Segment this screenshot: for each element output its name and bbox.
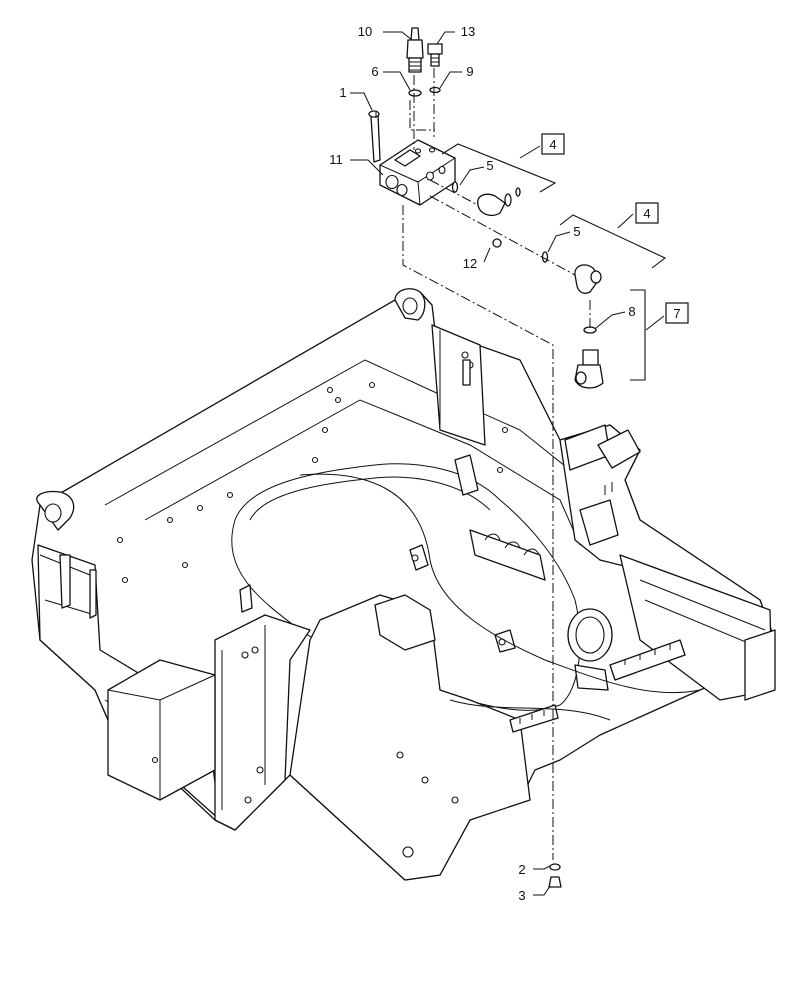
o-ring-6 (408, 89, 422, 97)
callout-11: 12 (463, 256, 477, 271)
callout-3: 3 (518, 888, 525, 903)
callout-13: 13 (461, 24, 475, 39)
elbow-fitting-lower (541, 251, 602, 294)
callout-6: 6 (371, 64, 378, 79)
bracket-7 (630, 289, 646, 381)
mounting-bolt (368, 110, 381, 163)
o-ring-9 (429, 86, 441, 94)
washer-2 (549, 863, 561, 871)
assembly-lines (375, 68, 591, 860)
port-plug (427, 43, 443, 67)
pressure-sensor (406, 27, 424, 73)
elbow-fitting-8 (574, 326, 604, 389)
bracket-4-lower (559, 214, 667, 269)
callout-4b: 4 (643, 206, 650, 221)
elbow-fitting-upper (451, 181, 521, 216)
callout-labels: 10 13 6 9 1 11 5 5 12 8 2 3 (329, 24, 635, 903)
boxed-callout-4-upper: 4 (541, 133, 565, 155)
callout-12: 10 (358, 24, 372, 39)
callout-9: 9 (466, 64, 473, 79)
boxed-callout-4-lower: 4 (635, 202, 659, 224)
callout-1: 1 (339, 85, 346, 100)
callout-4a: 4 (549, 137, 556, 152)
bracket-4-upper (441, 143, 557, 193)
leader-lines (350, 31, 626, 896)
callout-8: 8 (628, 304, 635, 319)
chassis-frame (31, 288, 776, 881)
callout-2: 2 (518, 862, 525, 877)
callout-5a: 5 (486, 158, 493, 173)
callout-7: 7 (673, 306, 680, 321)
callout-5b: 5 (573, 224, 580, 239)
check-ball (492, 238, 502, 248)
nut-3 (548, 876, 562, 888)
valve-block (379, 139, 456, 206)
group-brackets (441, 143, 667, 381)
callout-10: 11 (329, 152, 343, 167)
boxed-callout-7: 7 (665, 302, 689, 324)
